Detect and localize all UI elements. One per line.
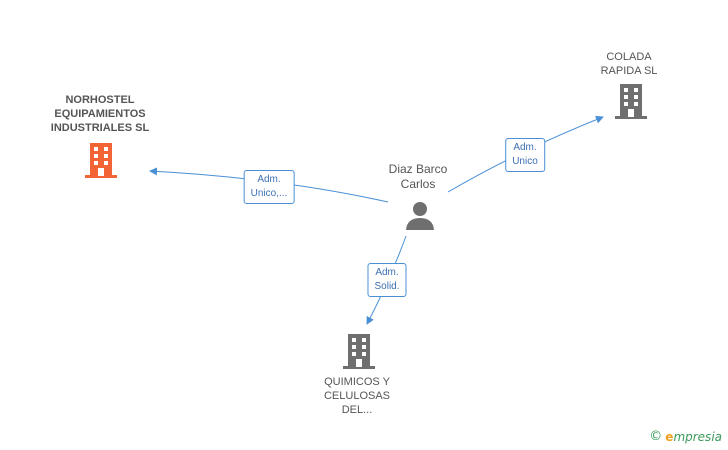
person-icon[interactable] bbox=[405, 201, 435, 231]
copyright-symbol: © bbox=[649, 429, 663, 444]
node-label-colada[interactable]: COLADA RAPIDA SL bbox=[601, 50, 658, 78]
edge-label-to-quimicos[interactable]: Adm. Solid. bbox=[367, 263, 407, 297]
edge-label-to-colada[interactable]: Adm. Unico bbox=[505, 138, 545, 172]
edge-label-line: Unico,... bbox=[250, 188, 288, 199]
node-label-line: EQUIPAMIENTOS bbox=[54, 108, 146, 120]
logo-initial: e bbox=[665, 429, 674, 444]
empresia-watermark: © empresia bbox=[649, 429, 722, 444]
building-icon-norhostel[interactable] bbox=[85, 143, 117, 179]
edge-label-line: Unico bbox=[512, 156, 538, 167]
edge-label-line: Adm. bbox=[257, 174, 281, 185]
node-label-quimicos[interactable]: QUIMICOS Y CELULOSAS DEL... bbox=[324, 375, 390, 417]
edge-label-line: Solid. bbox=[374, 281, 400, 292]
empresia-logo: empresia bbox=[665, 430, 722, 444]
node-label-line: Carlos bbox=[400, 177, 436, 191]
node-label-line: Diaz Barco bbox=[388, 162, 448, 176]
building-icon-quimicos[interactable] bbox=[343, 334, 375, 370]
node-label-line: CELULOSAS bbox=[323, 390, 391, 402]
edge-label-line: Adm. bbox=[513, 142, 537, 153]
node-label-norhostel[interactable]: NORHOSTEL EQUIPAMIENTOS INDUSTRIALES SL bbox=[51, 93, 149, 135]
node-label-line: INDUSTRIALES SL bbox=[50, 122, 150, 134]
edge-label-line: Adm. bbox=[375, 267, 399, 278]
node-label-line: RAPIDA SL bbox=[600, 65, 658, 77]
logo-text: mpresia bbox=[673, 429, 722, 444]
node-label-line: DEL... bbox=[341, 404, 373, 416]
node-label-line: QUIMICOS Y bbox=[324, 376, 390, 388]
node-label-person[interactable]: Diaz Barco Carlos bbox=[389, 162, 448, 192]
node-label-line: NORHOSTEL bbox=[65, 94, 135, 106]
building-icon-colada[interactable] bbox=[615, 84, 647, 120]
node-label-line: COLADA bbox=[606, 51, 652, 63]
edge-label-to-norhostel[interactable]: Adm. Unico,... bbox=[243, 170, 295, 204]
